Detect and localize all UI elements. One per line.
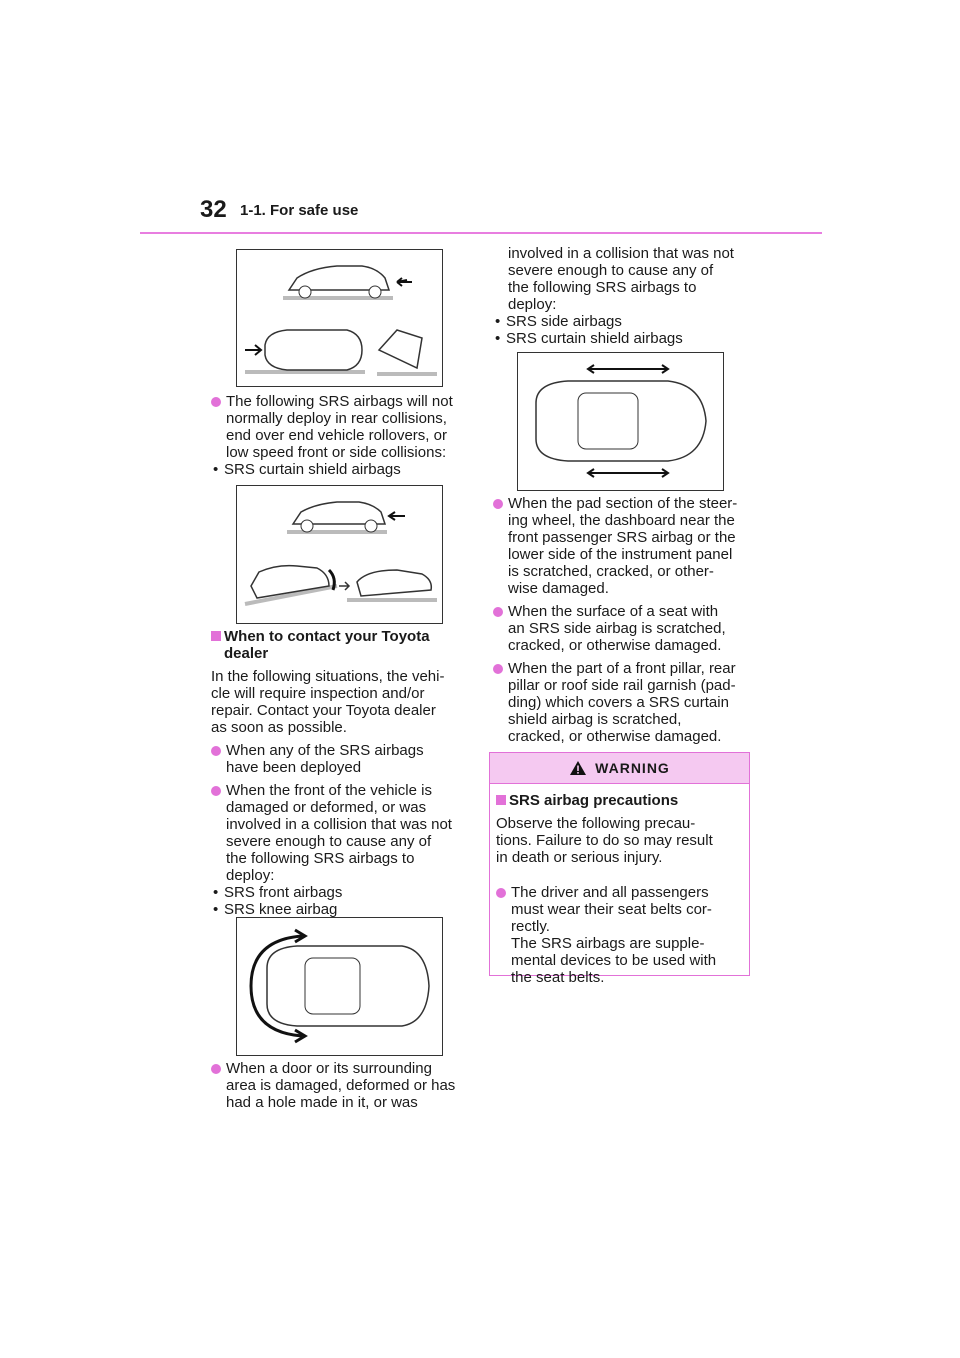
para-line: In the following situations, the vehi- <box>211 668 445 685</box>
bullet-no-deploy: The following SRS airbags will not norma… <box>211 393 469 461</box>
sub-item-text: SRS knee airbag <box>224 901 338 918</box>
bullet-line: normally deploy in rear collisions, <box>226 410 447 427</box>
bullet-line: The following SRS airbags will not <box>226 393 453 410</box>
bullet-line: area is damaged, deformed or has <box>226 1077 456 1094</box>
bullet-line: mental devices to be used with <box>511 952 717 969</box>
bullet-line: shield airbag is scratched, <box>508 711 682 728</box>
para-line: repair. Contact your Toyota dealer <box>211 702 436 719</box>
bullet-line: severe enough to cause any of <box>226 833 432 850</box>
bullet-line: had a hole made in it, or was <box>226 1094 418 1111</box>
warning-bullet-seatbelts: The driver and all passengers must wear … <box>496 884 745 986</box>
bullet-dot <box>211 746 221 756</box>
rollover-illustration <box>244 501 437 606</box>
bullet-dot <box>493 499 503 509</box>
para-line: involved in a collision that was not <box>508 245 734 262</box>
warning-header: WARNING <box>490 753 749 784</box>
bullet-pad-damaged: When the pad section of the steer- ing w… <box>493 495 753 597</box>
bullet-line: is scratched, cracked, or other- <box>508 563 714 580</box>
bullet-line: must wear their seat belts cor- <box>511 901 712 918</box>
sub-item: •SRS knee airbag <box>213 901 338 918</box>
bullet-line: the following SRS airbags to <box>226 850 415 867</box>
section-heading: When to contact your Toyota dealer <box>211 628 469 662</box>
figure-side-area <box>517 352 724 491</box>
bullet-dot <box>493 607 503 617</box>
para-line: in death or serious injury. <box>496 849 663 866</box>
bullet-line: involved in a collision that was not <box>226 816 452 833</box>
sub-item: •SRS side airbags <box>495 313 622 330</box>
heading-line: dealer <box>224 645 269 662</box>
bullet-dot <box>211 1064 221 1074</box>
bullet-door-damaged: When a door or its surrounding area is d… <box>211 1060 469 1111</box>
section-title: 1-1. For safe use <box>240 202 359 219</box>
bullet-front-damaged: When the front of the vehicle is damaged… <box>211 782 469 884</box>
rear-collision-illustration <box>245 265 437 376</box>
bullet-line: have been deployed <box>226 759 362 776</box>
heading-line: When to contact your Toyota <box>224 628 430 645</box>
figure-rear-collision <box>236 249 443 387</box>
bullet-deployed: When any of the SRS airbags have been de… <box>211 742 469 776</box>
sub-item: •SRS curtain shield airbags <box>213 461 401 478</box>
front-area-illustration <box>249 928 430 1044</box>
sub-item: •SRS front airbags <box>213 884 343 901</box>
sub-item-text: SRS front airbags <box>224 884 343 901</box>
warning-icon <box>570 761 587 775</box>
side-area-illustration <box>535 364 707 478</box>
bullet-line: ding) which covers a SRS curtain <box>508 694 729 711</box>
bullet-line: pillar or roof side rail garnish (pad- <box>508 677 736 694</box>
bullet-line: When the front of the vehicle is <box>226 782 432 799</box>
bullet-line: When the surface of a seat with <box>508 603 719 620</box>
para-line: Observe the following precau- <box>496 815 696 832</box>
heading-line: SRS airbag precautions <box>509 792 679 809</box>
heading-square <box>211 631 221 641</box>
bullet-dot <box>211 786 221 796</box>
page-number: 32 <box>200 196 227 223</box>
bullet-seat-damaged: When the surface of a seat with an SRS s… <box>493 603 753 654</box>
sub-item-text: SRS curtain shield airbags <box>506 330 683 347</box>
bullet-line: low speed front or side collisions: <box>226 444 447 461</box>
warning-heading: SRS airbag precautions <box>496 792 745 809</box>
bullet-pillar-damaged: When the part of a front pillar, rear pi… <box>493 660 753 745</box>
bullet-line: ing wheel, the dashboard near the <box>508 512 735 529</box>
bullet-line: When any of the SRS airbags <box>226 742 424 759</box>
bullet-line: The SRS airbags are supple- <box>511 935 705 952</box>
bullet-line: lower side of the instrument panel <box>508 546 733 563</box>
para-line: as soon as possible. <box>211 719 347 736</box>
para-line: severe enough to cause any of <box>508 262 714 279</box>
para-line: the following SRS airbags to <box>508 279 697 296</box>
bullet-line: cracked, or otherwise damaged. <box>508 637 722 654</box>
bullet-dot <box>211 397 221 407</box>
para-line: tions. Failure to do so may result <box>496 832 713 849</box>
bullet-line: the seat belts. <box>511 969 605 986</box>
bullet-line: rectly. <box>511 918 550 935</box>
header-rule <box>140 232 822 234</box>
intro-paragraph: In the following situations, the vehi- c… <box>211 668 469 736</box>
bullet-dot <box>496 888 506 898</box>
bullet-line: wise damaged. <box>508 580 609 597</box>
bullet-line: an SRS side airbag is scratched, <box>508 620 726 637</box>
heading-square <box>496 795 506 805</box>
warning-box: WARNING SRS airbag precautions Observe t… <box>489 752 750 986</box>
para-line: cle will require inspection and/or <box>211 685 425 702</box>
bullet-line: When a door or its surrounding <box>226 1060 432 1077</box>
warning-title: WARNING <box>595 760 670 776</box>
sub-item-text: SRS curtain shield airbags <box>224 461 401 478</box>
warning-intro: Observe the following precau- tions. Fai… <box>496 815 745 866</box>
bullet-line: damaged or deformed, or was <box>226 799 427 816</box>
bullet-dot <box>493 664 503 674</box>
bullet-line: cracked, or otherwise damaged. <box>508 728 722 745</box>
sub-item: •SRS curtain shield airbags <box>495 330 683 347</box>
sub-item-text: SRS side airbags <box>506 313 622 330</box>
figure-front-area <box>236 917 443 1056</box>
figure-rollover <box>236 485 443 624</box>
bullet-line: When the pad section of the steer- <box>508 495 738 512</box>
bullet-line: The driver and all passengers <box>511 884 709 901</box>
continued-paragraph: involved in a collision that was not sev… <box>493 245 753 313</box>
bullet-line: front passenger SRS airbag or the <box>508 529 736 546</box>
para-line: deploy: <box>508 296 557 313</box>
bullet-line: end over end vehicle rollovers, or <box>226 427 447 444</box>
bullet-line: When the part of a front pillar, rear <box>508 660 736 677</box>
bullet-line: deploy: <box>226 867 275 884</box>
